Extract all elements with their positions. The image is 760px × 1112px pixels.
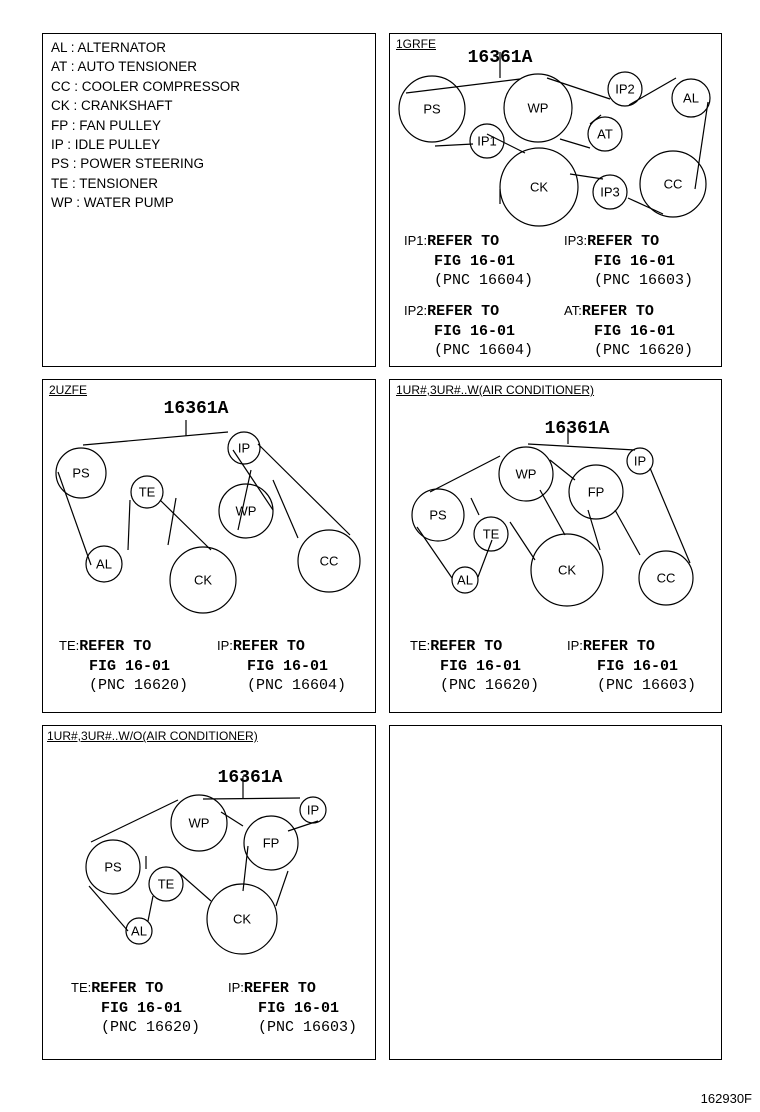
reference-note: TE:REFER TO FIG 16-01 (PNC 16620) — [59, 638, 189, 694]
belt-diagram-1ur-3ur-without-ac: 16361A WP IP FP PS TE CK AL — [85, 768, 327, 955]
pulley-ck: CK — [194, 573, 212, 588]
pulley-ip3: IP3 — [600, 185, 620, 200]
panel-2uzfe: 2UZFE 16361A PS IP TE WP AL CK CC — [42, 379, 376, 713]
reference-note: AT:REFER TO FIG 16-01 (PNC 16620) — [564, 303, 694, 359]
pulley-wp: WP — [189, 816, 210, 831]
part-number: 16361A — [164, 399, 229, 419]
pulley-ip: IP — [634, 454, 646, 469]
part-number: 16361A — [218, 768, 283, 788]
pulley-ck: CK — [233, 912, 251, 927]
reference-note: IP:REFER TO FIG 16-01 (PNC 16604) — [217, 638, 347, 694]
pulley-ps: PS — [429, 508, 447, 523]
legend-item-at: AT : AUTO TENSIONER — [51, 59, 198, 75]
pulley-wp: WP — [528, 101, 549, 116]
engine-tag: 2UZFE — [49, 383, 88, 397]
pulley-ck: CK — [530, 180, 548, 195]
reference-note: TE:REFER TO FIG 16-01 (PNC 16620) — [71, 980, 201, 1036]
pulley-wp: WP — [236, 504, 257, 519]
pulley-at: AT — [597, 127, 613, 142]
pulley-cc: CC — [320, 554, 339, 569]
pulley-ps: PS — [104, 860, 122, 875]
pulley-ps: PS — [72, 466, 90, 481]
part-number: 16361A — [545, 419, 610, 439]
engine-tag: 1UR#,3UR#..W(AIR CONDITIONER) — [396, 383, 595, 397]
pulley-fp: FP — [263, 836, 280, 851]
pulley-ip: IP — [307, 803, 319, 818]
pulley-ck: CK — [558, 563, 576, 578]
legend-panel: AL : ALTERNATOR AT : AUTO TENSIONER CC :… — [42, 33, 376, 367]
pulley-ip2: IP2 — [615, 82, 635, 97]
reference-note: IP1:REFER TO FIG 16-01 (PNC 16604) — [404, 233, 534, 289]
engine-tag: 1GRFE — [396, 37, 437, 51]
reference-note: TE:REFER TO FIG 16-01 (PNC 16620) — [410, 638, 540, 694]
pulley-cc: CC — [657, 571, 676, 586]
legend-item-te: TE : TENSIONER — [51, 175, 159, 191]
abbreviation-legend: AL : ALTERNATOR AT : AUTO TENSIONER CC :… — [51, 38, 240, 213]
legend-item-fp: FP : FAN PULLEY — [51, 117, 162, 133]
panel-1grfe: 1GRFE 16361A PS WP IP2 — [389, 33, 722, 367]
empty-panel — [389, 725, 722, 1060]
pulley-cc: CC — [664, 177, 683, 192]
pulley-fp: FP — [588, 485, 605, 500]
pulley-ps: PS — [423, 102, 441, 117]
belt-diagram-2uzfe: 16361A PS IP TE WP AL CK CC — [55, 399, 361, 614]
legend-item-ck: CK : CRANKSHAFT — [51, 98, 173, 114]
legend-item-ip: IP : IDLE PULLEY — [51, 137, 161, 153]
reference-note: IP:REFER TO FIG 16-01 (PNC 16603) — [228, 980, 358, 1036]
reference-note: IP2:REFER TO FIG 16-01 (PNC 16604) — [404, 303, 534, 359]
legend-item-al: AL : ALTERNATOR — [51, 40, 167, 55]
legend-item-ps: PS : POWER STEERING — [51, 156, 205, 172]
belt-diagram-1grfe: 16361A PS WP IP2 AL IP1 AT CK IP3 CC — [398, 48, 711, 227]
pulley-te: TE — [139, 485, 156, 500]
pulley-ip: IP — [238, 441, 250, 456]
panel-1ur-3ur-without-ac: 1UR#,3UR#..W/O(AIR CONDITIONER) 16361A W… — [42, 725, 376, 1060]
legend-item-wp: WP : WATER PUMP — [51, 195, 174, 211]
pulley-wp: WP — [516, 467, 537, 482]
pulley-al: AL — [96, 557, 112, 572]
pulley-te: TE — [483, 527, 500, 542]
pulley-al: AL — [457, 573, 473, 588]
belt-diagram-1ur-3ur-with-ac: 16361A WP IP FP PS TE CK AL CC — [411, 419, 694, 607]
part-number: 16361A — [468, 48, 533, 68]
pulley-al: AL — [131, 924, 147, 939]
reference-note: IP:REFER TO FIG 16-01 (PNC 16603) — [567, 638, 697, 694]
illustration-code: 162930F — [700, 1091, 752, 1106]
engine-tag: 1UR#,3UR#..W/O(AIR CONDITIONER) — [47, 729, 258, 743]
panel-1ur-3ur-with-ac: 1UR#,3UR#..W(AIR CONDITIONER) 16361A WP — [389, 379, 722, 713]
pulley-te: TE — [158, 877, 175, 892]
reference-note: IP3:REFER TO FIG 16-01 (PNC 16603) — [564, 233, 694, 289]
pulley-ip1: IP1 — [477, 134, 497, 149]
pulley-al: AL — [683, 91, 699, 106]
legend-item-cc: CC : COOLER COMPRESSOR — [51, 78, 241, 94]
